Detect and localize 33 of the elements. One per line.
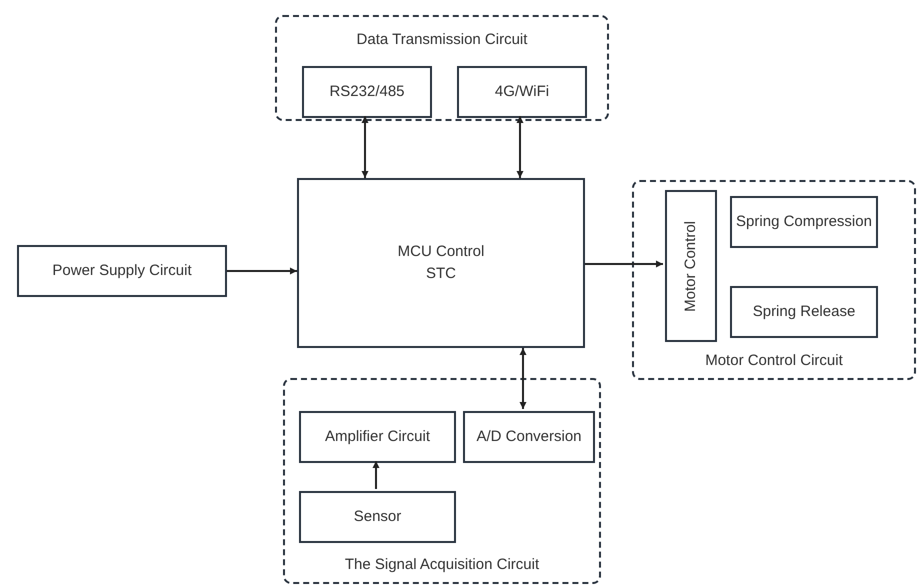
block-label: STC (426, 264, 456, 284)
arrow (516, 116, 524, 178)
group-title: The Signal Acquisition Circuit (344, 554, 540, 574)
arrow (362, 116, 368, 178)
block-box (299, 411, 456, 463)
block-label: 4G/WiFi (494, 82, 550, 102)
arrow (372, 461, 380, 489)
block-label: Power Supply Circuit (52, 261, 192, 281)
block-label: Sensor (354, 507, 402, 527)
block-box (730, 286, 878, 338)
dashed-group-box (275, 15, 609, 121)
arrow (585, 260, 663, 268)
block-box (665, 190, 717, 342)
block-label: RS232/485 (329, 82, 405, 102)
group-title: Data Transmission Circuit (356, 30, 528, 50)
block-label: MCU Control (398, 242, 484, 262)
block-box (457, 66, 587, 118)
dashed-group-box (632, 180, 916, 380)
block-label: Motor Control (681, 220, 700, 312)
block-box (302, 66, 432, 118)
block-box (299, 491, 456, 543)
block-label: A/D Conversion (476, 427, 582, 447)
block-label: Spring Release (752, 302, 856, 322)
arrow (520, 348, 526, 409)
block-box (297, 178, 585, 348)
arrow (227, 268, 297, 274)
block-label: Spring Compression (736, 212, 872, 232)
block-box (463, 411, 595, 463)
dashed-group-box (283, 378, 601, 584)
block-label: Amplifier Circuit (324, 427, 430, 447)
group-title: Motor Control Circuit (704, 350, 844, 370)
block-box (17, 245, 227, 297)
block-box (730, 196, 878, 248)
